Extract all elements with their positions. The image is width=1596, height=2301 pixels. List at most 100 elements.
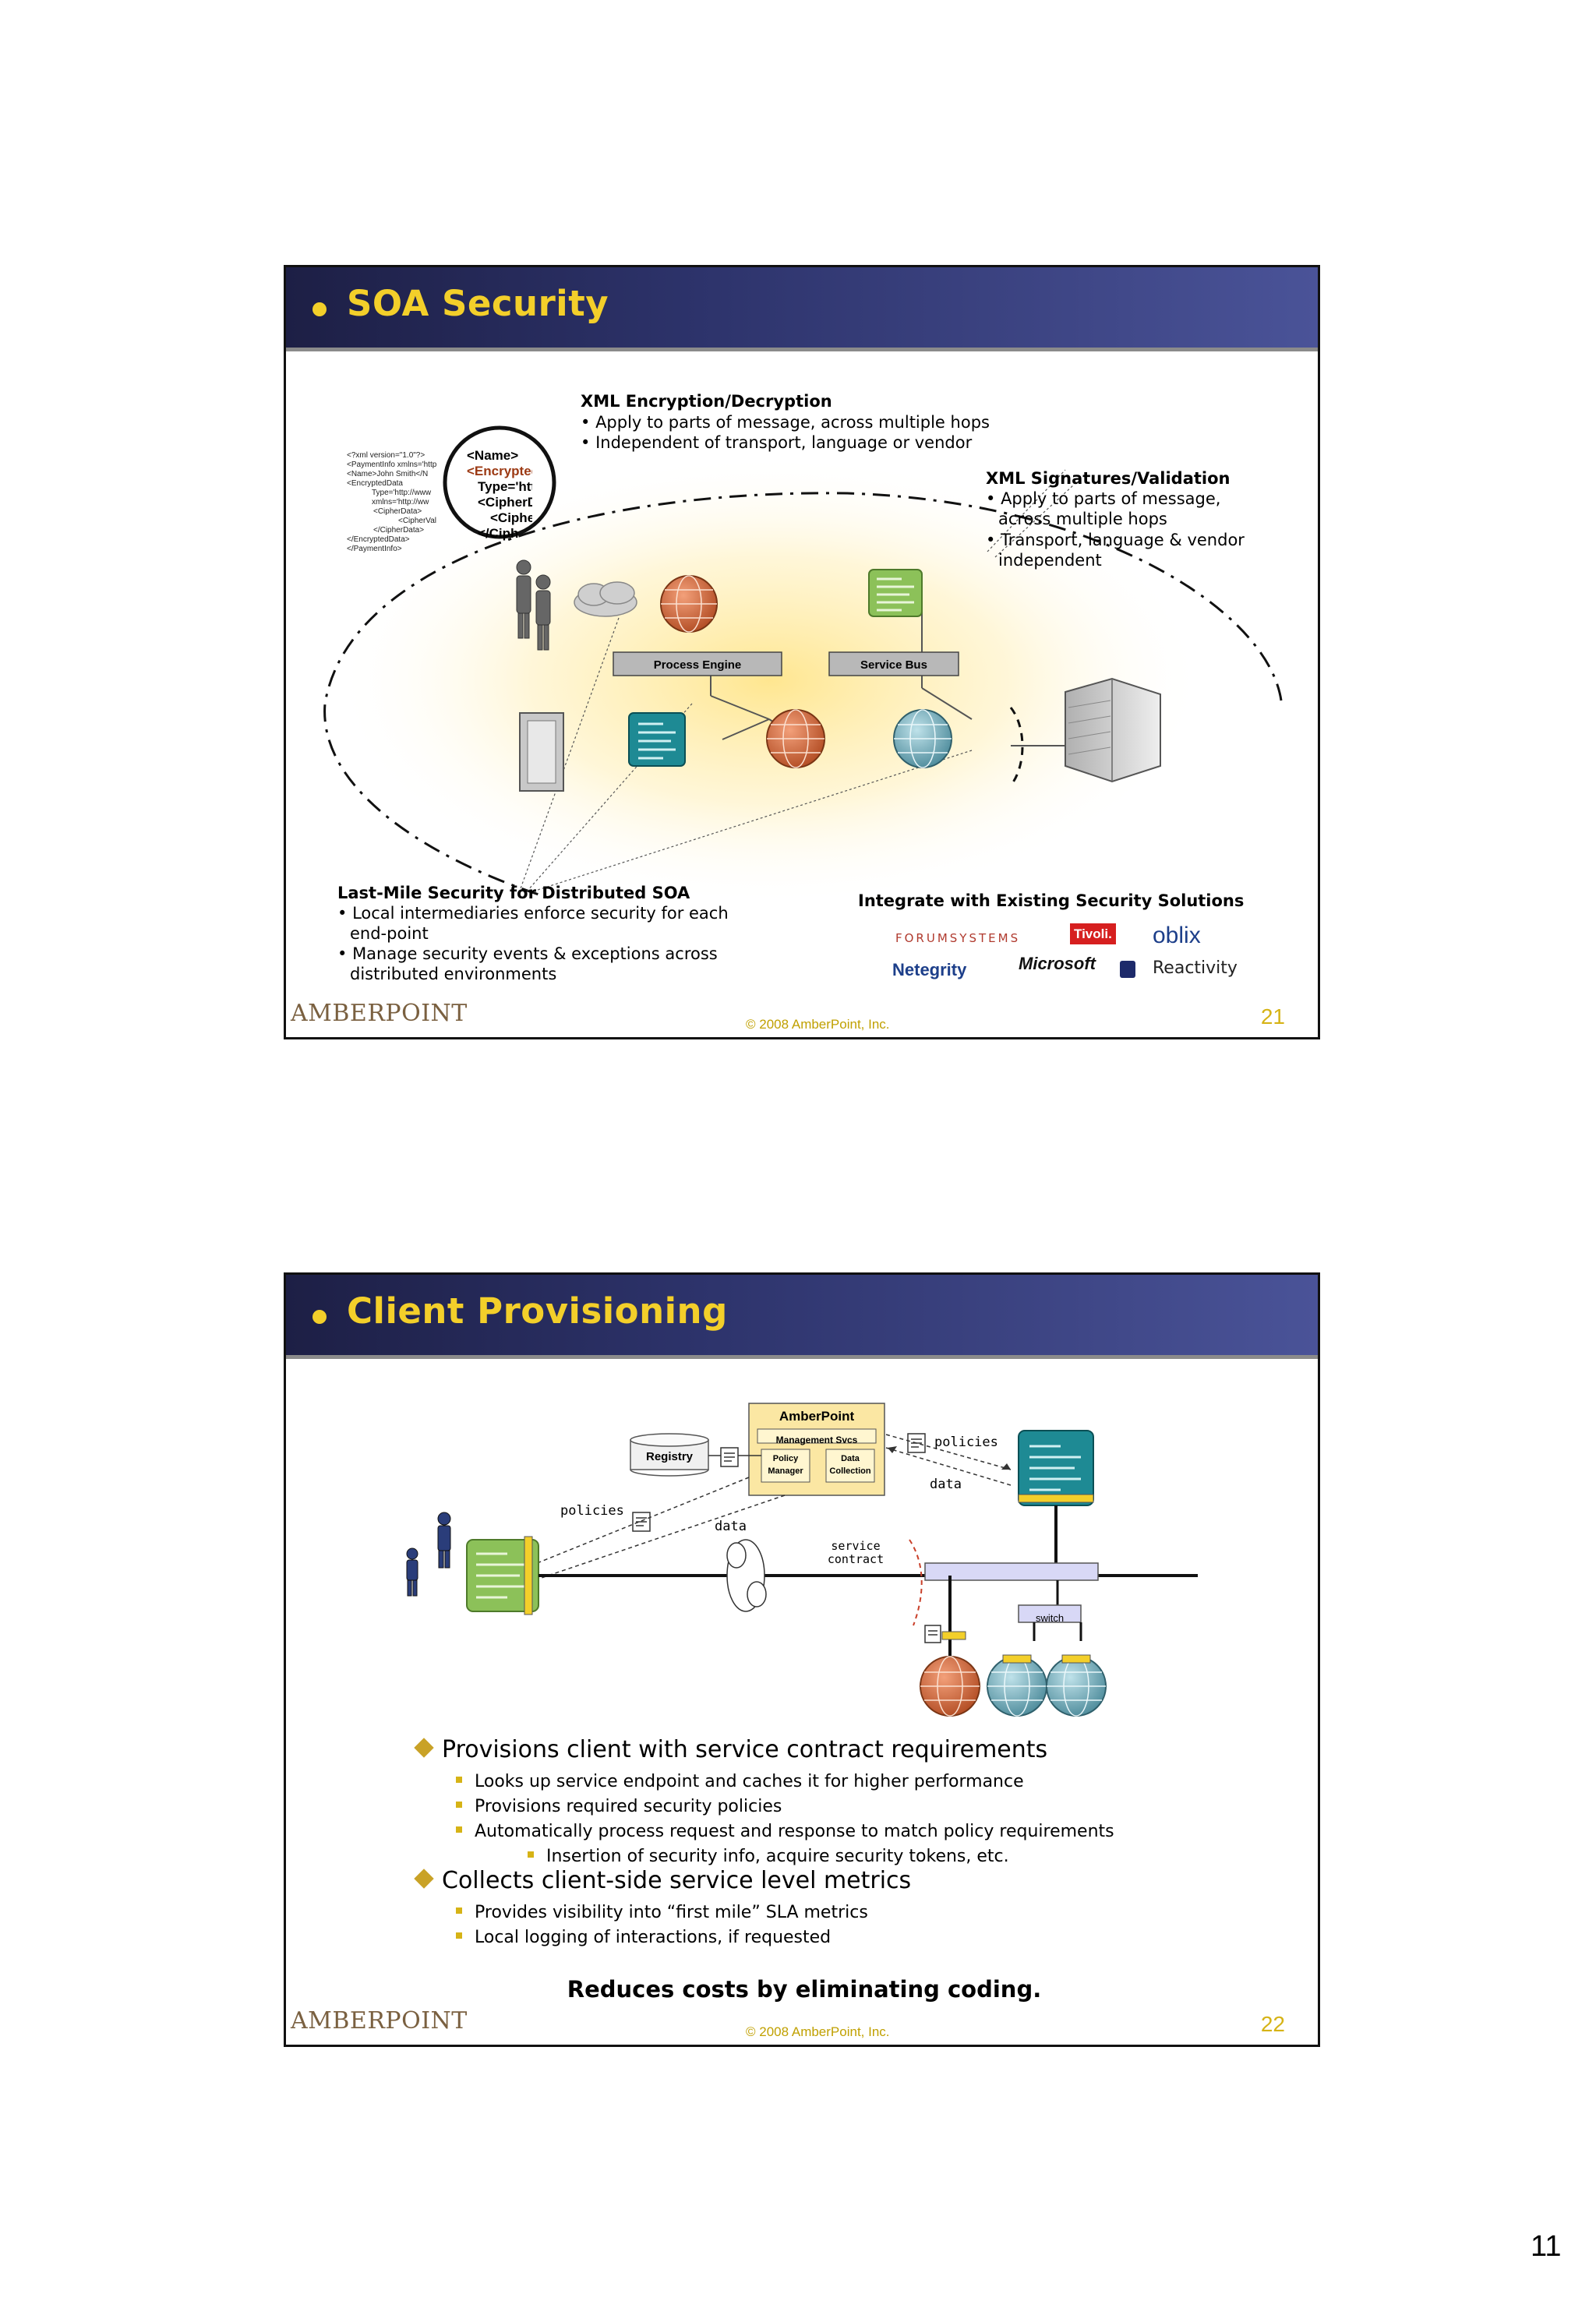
title-bar: SOA Security — [286, 267, 1318, 351]
title-bar: Client Provisioning — [286, 1275, 1318, 1359]
microsoft-logo: Microsoft — [1019, 954, 1096, 973]
sub-bullet: Provisions required security policies — [456, 1797, 782, 1816]
xml-zoom-line: <CipherDa — [478, 495, 532, 510]
teal-service-icon — [628, 712, 686, 767]
xml-encryption-bullet-2: • Independent of transport, language or … — [581, 433, 973, 452]
reactivity-logo: Reactivity — [1153, 958, 1238, 978]
bullet-provisions: Provisions client with service contract … — [414, 1736, 1047, 1763]
xml-line: <CipherVal — [398, 517, 437, 525]
switch-label: switch — [1035, 1612, 1065, 1624]
security-boundary — [323, 492, 1283, 900]
last-mile-heading: Last-Mile Security for Distributed SOA — [337, 884, 690, 902]
xml-line: </CipherData> — [373, 526, 425, 535]
copyright: © 2008 AmberPoint, Inc. — [746, 2024, 890, 2039]
users-icon — [516, 559, 551, 651]
client-provisioning-diagram — [406, 1403, 1198, 1717]
xml-signatures-heading: XML Signatures/Validation — [986, 469, 1231, 488]
integrate-heading: Integrate with Existing Security Solutio… — [858, 891, 1245, 910]
xml-line: </EncryptedData> — [347, 535, 410, 544]
data-collection-box — [825, 1449, 875, 1483]
amberpoint-logo: AMBERPOINT — [291, 2007, 468, 2035]
service-bus-bar — [924, 1562, 1099, 1581]
policy-manager-line-2: Manager — [768, 1466, 803, 1476]
xml-signatures-line-3-text: Transport, language & vendor — [1001, 531, 1245, 549]
network-cloud-icon — [726, 1539, 767, 1612]
process-engine-label: Process Engine — [653, 658, 742, 672]
tivoli-logo: Tivoli. — [1070, 923, 1116, 944]
xml-encryption-bullet-1-text: Apply to parts of message, across multip… — [595, 413, 990, 432]
bullet-collects: Collects client-side service level metri… — [414, 1867, 912, 1894]
square-bullet-icon — [456, 1826, 462, 1833]
policy-manager-box — [761, 1449, 810, 1483]
firewall-arc — [1009, 707, 1024, 786]
orange-globe-icon — [920, 1656, 980, 1717]
title-bullet-icon — [312, 302, 327, 316]
service-contract-line-1: service — [831, 1539, 881, 1553]
teal-service-icon — [1018, 1430, 1094, 1506]
server-icon — [519, 712, 564, 792]
xml-signatures-line-4: independent — [998, 551, 1102, 570]
bullet-collects-text: Collects client-side service level metri… — [442, 1867, 912, 1894]
policy-doc-icon-globe — [924, 1625, 941, 1643]
slide-number: 21 — [1260, 1004, 1285, 1029]
last-mile-line-4: distributed environments — [350, 965, 557, 983]
xml-snippet-zoom: <Name> <Encrypted Type='http <CipherDa <… — [467, 448, 532, 542]
policy-manager-line-1: Policy — [772, 1454, 799, 1463]
green-client-icon — [466, 1536, 539, 1615]
background-glow — [333, 454, 1206, 906]
square-bullet-icon — [528, 1851, 534, 1858]
slide-number: 22 — [1260, 2012, 1285, 2036]
sub-bullet-text: Provides visibility into “first mile” SL… — [475, 1903, 868, 1922]
blue-globe-icon-2 — [1046, 1654, 1107, 1717]
xml-zoom-line: <Encrypted — [467, 464, 532, 478]
users-icon — [406, 1512, 451, 1597]
data-collection-label: Data Collection — [826, 1452, 874, 1477]
last-mile-line-2: end-point — [350, 924, 429, 943]
slide-title: Client Provisioning — [347, 1290, 728, 1332]
sub-bullet-text: Automatically process request and respon… — [475, 1822, 1114, 1841]
service-contract-label: service contract — [813, 1540, 899, 1566]
switch-box — [1018, 1604, 1082, 1623]
service-bus-box — [828, 651, 959, 676]
data-left-label: data — [715, 1519, 747, 1534]
xml-zoom-line: <Name> — [467, 448, 519, 463]
sub-bullet: Local logging of interactions, if reques… — [456, 1928, 831, 1947]
firewall-arc — [909, 1539, 923, 1626]
magnifier-lens — [443, 425, 556, 539]
sub-bullet: Automatically process request and respon… — [456, 1822, 1114, 1841]
xml-line: <Name>John Smith</N — [347, 470, 429, 478]
forum-systems-logo: FORUMSYSTEMS — [895, 931, 1021, 945]
policy-doc-icon-registry — [720, 1447, 739, 1467]
sub-bullet-text: Looks up service endpoint and caches it … — [475, 1772, 1024, 1791]
last-mile-line-1-text: Local intermediaries enforce security fo… — [352, 904, 729, 923]
policies-right-label: policies — [934, 1435, 998, 1450]
xml-snippet-small: <?xml version="1.0"?> <PaymentInfo xmlns… — [347, 451, 436, 554]
xml-signatures-line-1: • Apply to parts of message, — [986, 489, 1221, 508]
xml-line: <EncryptedData — [347, 479, 403, 488]
oblix-logo: oblix — [1153, 923, 1201, 948]
amberpoint-box-label: AmberPoint — [779, 1409, 855, 1424]
policies-left-label: policies — [560, 1503, 624, 1519]
xml-zoom-line: <Ciphe — [490, 510, 532, 525]
xml-line: xmlns='http://ww — [372, 498, 429, 506]
slide-soa-security: SOA Security — [284, 265, 1320, 1039]
netegrity-logo: Netegrity — [892, 960, 967, 979]
sub-bullet-text: Local logging of interactions, if reques… — [475, 1928, 832, 1947]
tagline: Reduces costs by eliminating coding. — [567, 1976, 1042, 2003]
xml-signatures-line-1-text: Apply to parts of message, — [1001, 489, 1221, 508]
blue-globe-icon — [893, 709, 952, 768]
xml-signatures-line-2: across multiple hops — [998, 510, 1167, 528]
sub-sub-bullet: Insertion of security info, acquire secu… — [528, 1847, 1009, 1866]
data-collection-line-1: Data — [841, 1454, 860, 1463]
xml-encryption-bullet-2-text: Independent of transport, language or ve… — [595, 433, 973, 452]
xml-line: <CipherData> — [373, 507, 422, 516]
building-icon — [1065, 677, 1161, 783]
cloud-icon — [574, 581, 637, 617]
sub-bullet-text: Provisions required security policies — [475, 1797, 782, 1816]
xml-line: Type='http://www — [372, 489, 432, 497]
process-engine-box — [613, 651, 782, 676]
management-svcs-label: Management Svcs — [775, 1435, 858, 1445]
copyright: © 2008 AmberPoint, Inc. — [746, 1017, 890, 1032]
sub-sub-bullet-text: Insertion of security info, acquire secu… — [546, 1847, 1009, 1866]
square-bullet-icon — [456, 1802, 462, 1808]
